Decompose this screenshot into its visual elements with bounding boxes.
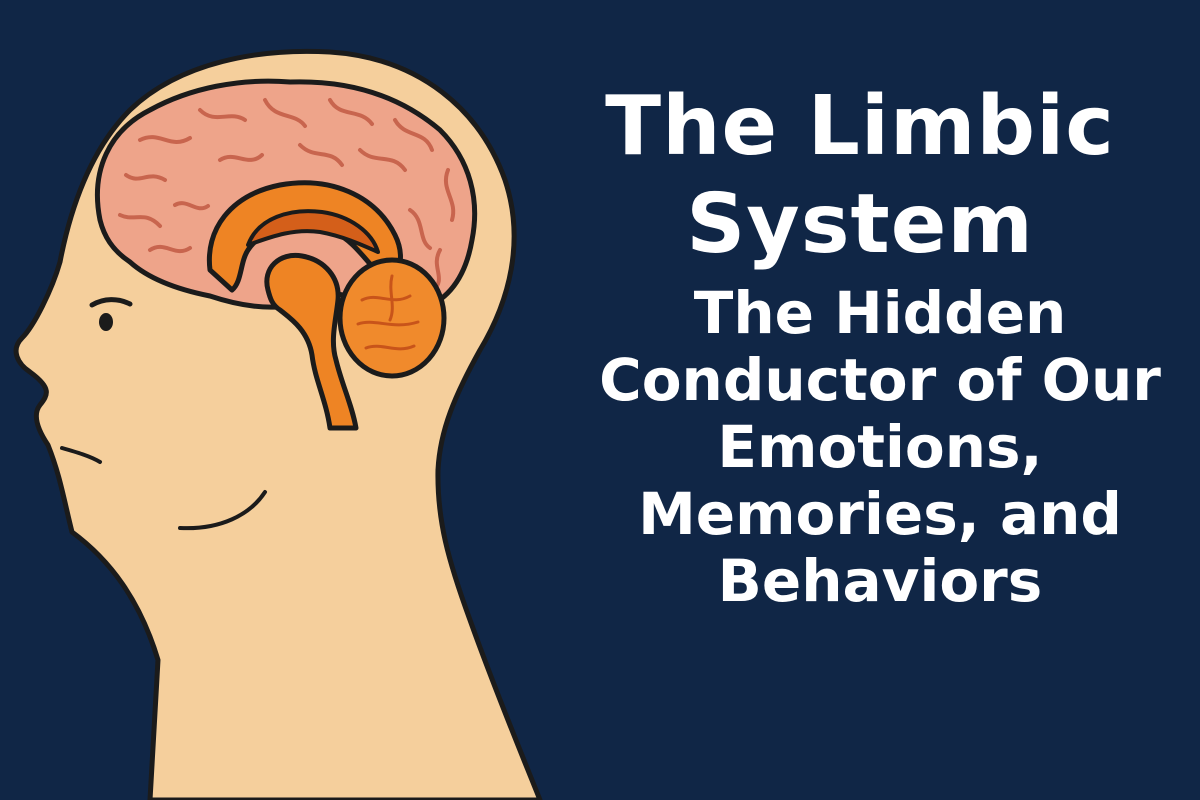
cerebellum-folds	[356, 274, 420, 351]
title-block: The Limbic System The Hidden Conductor o…	[520, 78, 1200, 615]
jaw-line	[178, 490, 267, 531]
limbic-inner-arch	[246, 209, 380, 254]
page-title: The Limbic System	[605, 79, 1115, 272]
pupil-icon	[99, 313, 113, 331]
brain-folds	[118, 98, 456, 294]
mouth-icon	[60, 446, 102, 464]
brainstem-icon	[264, 252, 359, 431]
page-subtitle: The Hidden Conductor of Our Emotions, Me…	[599, 279, 1161, 615]
eye-icon	[89, 297, 133, 308]
head-brain-illustration	[13, 48, 543, 800]
